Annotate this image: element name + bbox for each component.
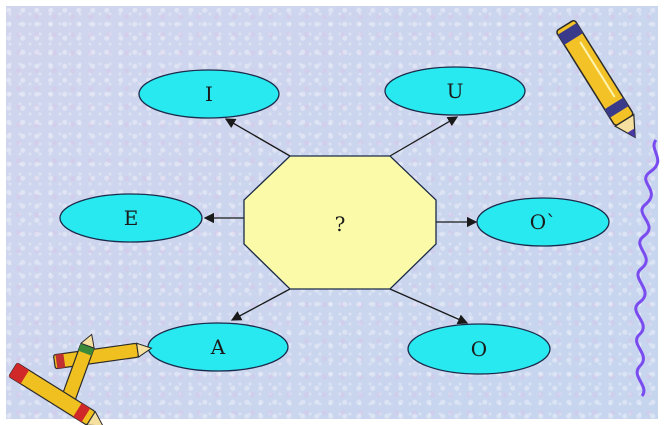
node-u-label: U [447,79,464,103]
arrow-to-o [389,288,469,325]
node-u: U [384,66,526,116]
arrow-to-u [389,116,459,157]
node-o-accent-label: O` [530,210,556,234]
arrow-to-i [224,118,291,157]
node-e-label: E [124,206,139,230]
node-i-label: I [205,82,213,106]
node-e: E [59,193,203,243]
node-o-accent: O` [476,197,610,247]
node-o-label: O [471,337,487,361]
crayons-icon [8,333,153,425]
node-a-label: A [210,335,226,359]
node-i: I [138,69,280,119]
center-label: ? [335,212,346,236]
arrow-to-a [230,288,291,321]
scribble-line [634,139,660,397]
crayon-icon [556,19,636,139]
connector-arrows [203,116,478,325]
center-octagon: ? [243,155,437,290]
node-o: O [407,323,551,375]
node-a: A [147,322,289,372]
